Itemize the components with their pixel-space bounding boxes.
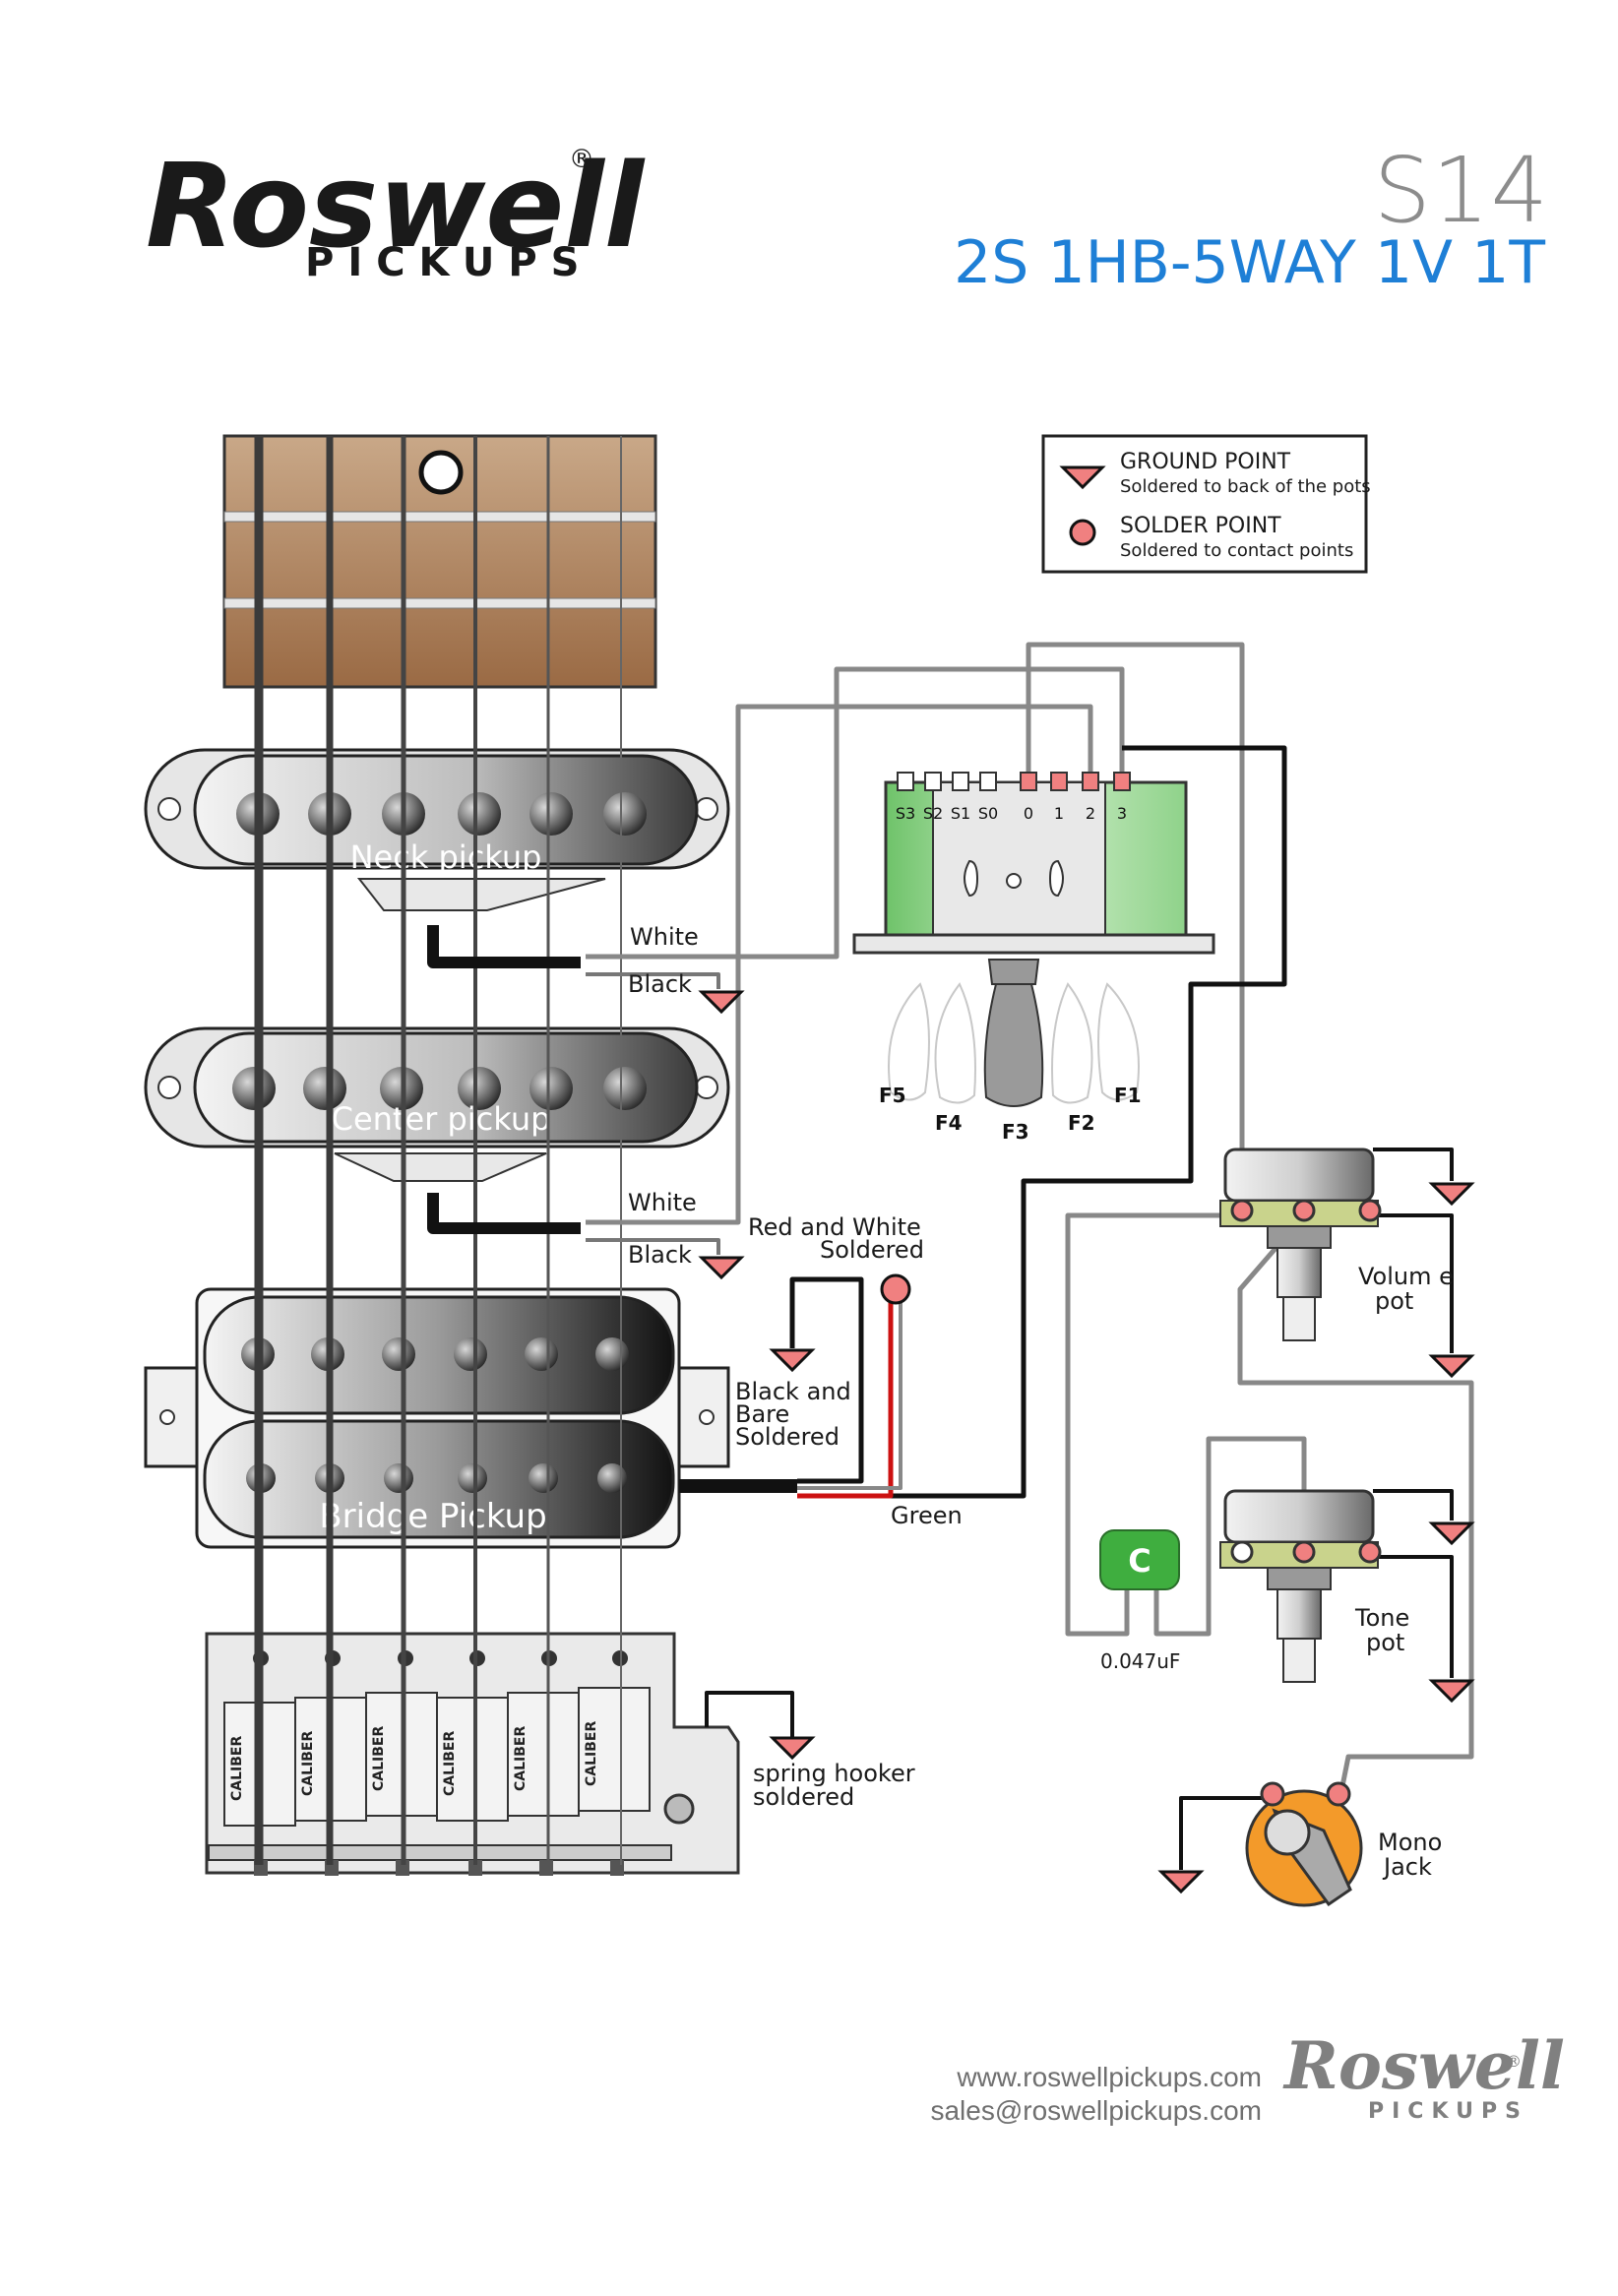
center-white-label: White bbox=[628, 1189, 697, 1216]
black-bare-label-3: Soldered bbox=[735, 1423, 840, 1451]
solder-point-icon bbox=[1069, 519, 1096, 546]
ground-point-icon bbox=[700, 1256, 743, 1279]
neck-white-label: White bbox=[630, 923, 699, 951]
saddle-label: CALIBER bbox=[371, 1726, 387, 1791]
legend-box: GROUND POINT Soldered to back of the pot… bbox=[1041, 434, 1371, 574]
center-black-label: Black bbox=[628, 1241, 692, 1269]
legend-solder-sub: Soldered to contact points bbox=[1120, 540, 1353, 561]
five-way-switch: S3 S2 S1 S0 0 1 2 3 F5 F4 F3 F2 F1 bbox=[852, 772, 1215, 1144]
green-wire-label: Green bbox=[891, 1502, 963, 1529]
footer-logo-sub: PICKUPS bbox=[1368, 2099, 1528, 2124]
saddle-label: CALIBER bbox=[584, 1721, 599, 1786]
wiring bbox=[427, 642, 1474, 1870]
neck-black-label: Black bbox=[628, 970, 692, 998]
jack-label-2: Jack bbox=[1382, 1853, 1432, 1881]
switch-position-label: F2 bbox=[1068, 1111, 1095, 1135]
bridge-pickup: Bridge Pickup bbox=[144, 1287, 730, 1549]
fret-marker-icon bbox=[418, 450, 464, 495]
diagram-code: S14 bbox=[1373, 138, 1549, 243]
fretboard bbox=[222, 434, 657, 689]
footer-email-link[interactable]: sales@roswellpickups.com bbox=[930, 2095, 1262, 2126]
red-white-label-2: Soldered bbox=[820, 1236, 924, 1264]
jack-label-1: Mono bbox=[1378, 1829, 1442, 1856]
tone-pot bbox=[1219, 1489, 1382, 1683]
logo-sub: PICKUPS bbox=[305, 240, 592, 285]
tone-label-1: Tone bbox=[1354, 1604, 1409, 1632]
legend-ground-title: GROUND POINT bbox=[1120, 450, 1291, 474]
bridge-pickup-label: Bridge Pickup bbox=[319, 1497, 546, 1536]
legend-ground-sub: Soldered to back of the pots bbox=[1120, 476, 1371, 497]
tone-label-2: pot bbox=[1366, 1629, 1404, 1656]
ground-point-icon bbox=[771, 1736, 814, 1760]
saddle-label: CALIBER bbox=[229, 1736, 245, 1801]
saddle-label: CALIBER bbox=[513, 1726, 529, 1791]
mono-jack bbox=[1245, 1781, 1363, 1907]
legend-solder-title: SOLDER POINT bbox=[1120, 514, 1281, 538]
capacitor: C 0.047uF bbox=[1099, 1529, 1180, 1673]
switch-lug-label: S1 bbox=[951, 804, 970, 823]
tremolo-bridge: CALIBER CALIBER CALIBER CALIBER CALIBER … bbox=[205, 1632, 740, 1876]
saddle-label: CALIBER bbox=[442, 1731, 458, 1796]
footer-logo-registered: ® bbox=[1506, 2052, 1522, 2071]
cap-value: 0.047uF bbox=[1100, 1649, 1180, 1673]
solder-point-icon bbox=[880, 1273, 911, 1305]
neck-pickup: Neck pickup bbox=[144, 748, 730, 911]
black-bare-label-2: Bare bbox=[735, 1400, 789, 1428]
volume-label-1: Volum e bbox=[1358, 1263, 1454, 1290]
ground-point-icon bbox=[1159, 1870, 1203, 1893]
footer-contact: www.roswellpickups.com sales@roswellpick… bbox=[930, 2061, 1262, 2128]
spring-label-2: soldered bbox=[753, 1783, 854, 1811]
ground-point-icon bbox=[771, 1348, 814, 1372]
footer-logo-wordmark: Roswell bbox=[1282, 2027, 1565, 2104]
switch-position-label: F3 bbox=[1002, 1120, 1029, 1144]
switch-lug-label: 3 bbox=[1117, 804, 1127, 823]
ground-point-icon bbox=[1430, 1521, 1473, 1545]
cap-letter: C bbox=[1128, 1542, 1151, 1580]
switch-lug-label: 2 bbox=[1086, 804, 1095, 823]
logo-registered: ® bbox=[569, 145, 594, 174]
saddle-label: CALIBER bbox=[300, 1731, 316, 1796]
switch-position-label: F4 bbox=[935, 1111, 963, 1135]
bridge-screw-icon bbox=[663, 1793, 695, 1825]
switch-lug-label: S0 bbox=[978, 804, 998, 823]
footer-website-link[interactable]: www.roswellpickups.com bbox=[957, 2062, 1262, 2092]
switch-lug-label: 0 bbox=[1024, 804, 1033, 823]
spring-label-1: spring hooker bbox=[753, 1760, 915, 1787]
switch-position-label: F1 bbox=[1114, 1084, 1142, 1107]
diagram-subtitle: 2S 1HB-5WAY 1V 1T bbox=[954, 228, 1545, 297]
ground-point-icon bbox=[700, 990, 743, 1014]
volume-label-2: pot bbox=[1375, 1287, 1413, 1315]
ground-point-icon bbox=[1430, 1354, 1473, 1378]
switch-lug-label: 1 bbox=[1054, 804, 1064, 823]
center-pickup: Center pickup bbox=[144, 1026, 730, 1182]
brand-logo: Roswell PICKUPS ® bbox=[146, 138, 646, 285]
volume-pot bbox=[1219, 1148, 1382, 1341]
footer-logo: Roswell PICKUPS ® bbox=[1282, 2027, 1565, 2124]
ground-point-icon bbox=[1430, 1182, 1473, 1206]
neck-pickup-label: Neck pickup bbox=[350, 838, 542, 876]
logo-wordmark: Roswell bbox=[146, 138, 646, 274]
switch-lug-label: S2 bbox=[923, 804, 943, 823]
ground-point-icon bbox=[1430, 1679, 1473, 1703]
switch-lug-label: S3 bbox=[896, 804, 915, 823]
switch-position-label: F5 bbox=[879, 1084, 906, 1107]
black-bare-label-1: Black and bbox=[735, 1378, 851, 1405]
red-white-label-1: Red and White bbox=[748, 1213, 921, 1241]
center-pickup-label: Center pickup bbox=[332, 1100, 551, 1138]
guitar-strings bbox=[254, 436, 622, 1865]
